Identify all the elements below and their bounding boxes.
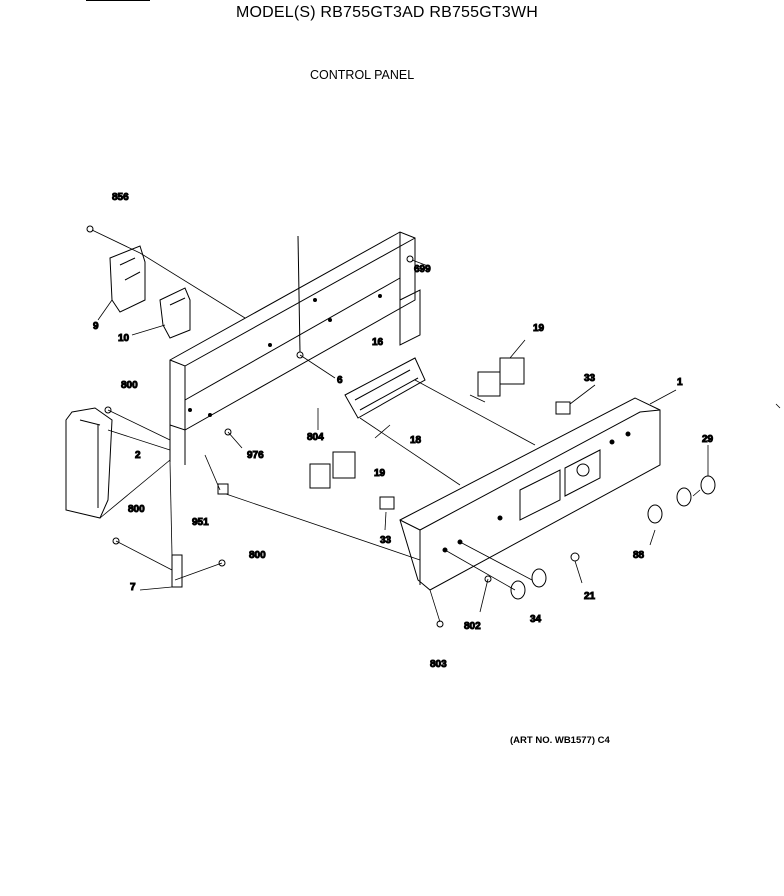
label-10: 10 [118,333,130,344]
back-panel-part-6 [169,231,421,465]
clock-board-part-16 [344,357,426,419]
knob-part-88 [647,504,663,524]
assembly-lines [91,229,709,623]
label-856: 856 [112,192,129,203]
bracket-part-33-upper [555,401,571,415]
switch-part-19-upper [477,357,525,397]
diagram-subtitle: CONTROL PANEL [310,68,415,82]
bracket-part-10 [159,287,191,339]
label-1: 1 [677,377,683,388]
label-33-lower: 33 [380,535,392,546]
side-trim-part-2 [65,407,113,519]
label-6: 6 [337,375,343,386]
top-rule [86,0,150,1]
part-21 [570,552,580,562]
label-699: 699 [414,264,431,275]
bracket-part-9 [109,245,146,313]
control-panel-part-1 [399,397,661,591]
screw-part-802 [484,575,492,583]
bracket-part-33-lower [379,496,395,510]
knob-part-34 [510,568,547,600]
edge-mark [775,403,781,409]
label-800-b: 800 [128,504,145,515]
screw-part-976 [224,428,232,436]
label-951: 951 [192,517,209,528]
page-title: MODEL(S) RB755GT3AD RB755GT3WH [235,4,539,21]
label-19-upper: 19 [533,323,545,334]
label-18: 18 [410,435,422,446]
label-976: 976 [247,450,264,461]
label-19-lower: 19 [374,468,386,479]
screw-part-800-a [104,406,112,414]
label-7: 7 [130,582,136,593]
label-21: 21 [584,591,596,602]
clip-part-951 [217,483,229,495]
bracket-part-7 [171,554,183,588]
art-number: (ART NO. WB1577) C4 [510,735,610,746]
label-800-c: 800 [249,550,266,561]
screw-part-856 [86,225,94,233]
screw-part-699 [406,255,414,263]
label-802: 802 [464,621,481,632]
label-800-a: 800 [121,380,138,391]
screw-part-800-c [218,559,226,567]
switch-part-19-lower [309,451,356,489]
label-803: 803 [430,659,447,670]
knob-part-29 [676,475,716,507]
label-33-upper: 33 [584,373,596,384]
screw-part-800-b [112,537,120,545]
label-29: 29 [702,434,714,445]
label-9: 9 [93,321,99,332]
label-16: 16 [372,337,384,348]
label-804: 804 [307,432,324,443]
label-2: 2 [135,450,141,461]
label-34: 34 [530,614,542,625]
label-88: 88 [633,550,645,561]
